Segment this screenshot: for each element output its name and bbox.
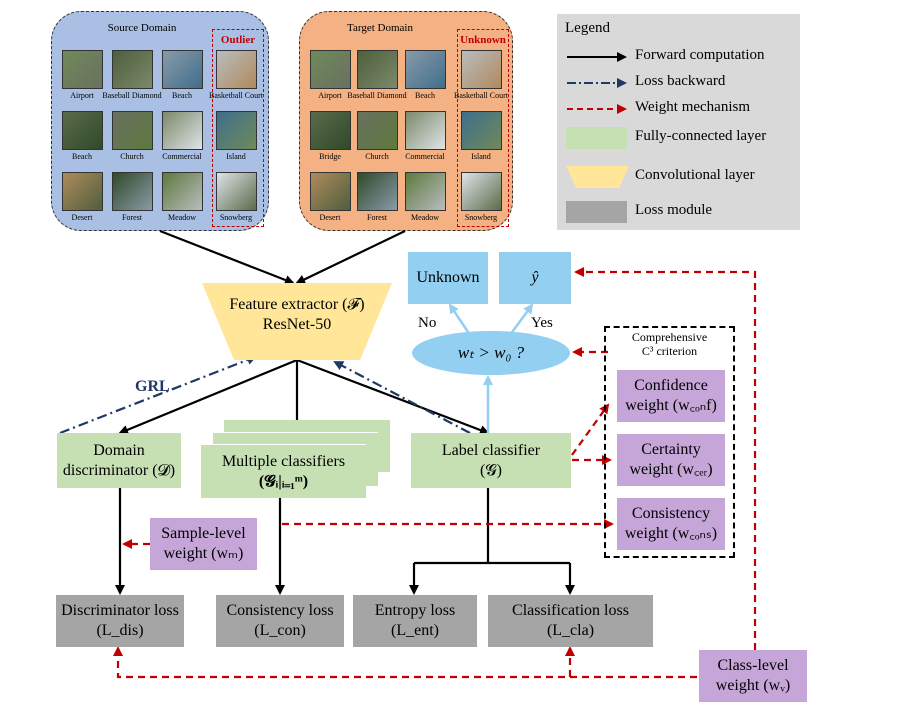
- feature-extractor: Feature extractor (𝓕) ResNet-50: [202, 283, 392, 360]
- yes-label: Yes: [531, 315, 553, 331]
- source-image-label: Forest: [122, 213, 142, 222]
- target-image-label: Desert: [319, 213, 341, 222]
- outlier-box: [212, 29, 264, 227]
- source-image-label: Beach: [72, 152, 92, 161]
- target-image-thumbnail: [310, 172, 351, 211]
- criterion-box: [604, 326, 735, 558]
- unknown-box: [457, 29, 509, 227]
- feature-extractor-backbone: ResNet-50: [262, 316, 332, 333]
- source-image-thumbnail: [62, 111, 103, 150]
- target-image-thumbnail: [461, 50, 502, 89]
- unknown-label: Unknown: [460, 34, 506, 46]
- discriminator-loss: Discriminator loss (L_dis): [56, 595, 184, 647]
- output-unknown: Unknown: [408, 252, 488, 304]
- source-image-thumbnail: [62, 50, 103, 89]
- certainty-weight: Certainty weight (w꜀ₑᵣ): [617, 434, 725, 486]
- target-image-label: Meadow: [411, 213, 439, 222]
- target-image-thumbnail: [461, 111, 502, 150]
- source-image-label: Meadow: [168, 213, 196, 222]
- target-image-thumbnail: [357, 50, 398, 89]
- legend-conv-layer: Convolutional layer: [557, 164, 800, 190]
- confidence-weight: Confidence weight (w꜀ₒₙf): [617, 370, 725, 422]
- target-image-label: Island: [471, 152, 491, 161]
- source-image-label: Beach: [172, 91, 192, 100]
- legend-panel: Legend Forward computation Loss backward…: [557, 14, 800, 230]
- target-image-thumbnail: [310, 111, 351, 150]
- source-domain-title: Source Domain: [107, 22, 177, 34]
- target-image-label: Bridge: [319, 152, 341, 161]
- target-image-label: Commercial: [405, 152, 445, 161]
- target-domain-title: Target Domain: [347, 22, 413, 34]
- entropy-loss: Entropy loss (L_ent): [353, 595, 477, 647]
- target-image-thumbnail: [461, 172, 502, 211]
- domain-discriminator: Domain discriminator (𝓓): [57, 433, 181, 488]
- label-classifier: Label classifier (𝓖): [411, 433, 571, 488]
- source-image-label: Island: [226, 152, 246, 161]
- legend-fc-layer: Fully-connected layer: [557, 125, 800, 151]
- criterion-title: Comprehensive C³ criterion: [631, 330, 708, 358]
- legend-title: Legend: [565, 20, 610, 36]
- source-image-thumbnail: [216, 172, 257, 211]
- outlier-label: Outlier: [220, 34, 256, 46]
- classification-loss: Classification loss (L_cla): [488, 595, 653, 647]
- source-image-thumbnail: [216, 50, 257, 89]
- no-label: No: [418, 315, 437, 331]
- source-image-thumbnail: [162, 50, 203, 89]
- source-image-thumbnail: [162, 172, 203, 211]
- source-image-thumbnail: [216, 111, 257, 150]
- legend-forward: Forward computation: [557, 47, 800, 67]
- target-image-thumbnail: [405, 172, 446, 211]
- multiple-classifiers: Multiple classifiers (𝓖ᵢ|ᵢ₌₁ᵐ): [200, 444, 366, 498]
- legend-loss-backward: Loss backward: [557, 73, 800, 93]
- target-image-thumbnail: [357, 111, 398, 150]
- target-image-label: Church: [365, 152, 389, 161]
- class-level-weight: Class-level weight (wᵥ): [699, 650, 807, 702]
- consistency-loss: Consistency loss (L_con): [216, 595, 344, 647]
- sample-level-weight: Sample-level weight (wₘ): [150, 518, 257, 570]
- source-image-label: Airport: [70, 91, 94, 100]
- legend-weight-mechanism: Weight mechanism: [557, 99, 800, 119]
- source-image-label: Basketball Court: [209, 91, 263, 100]
- grl-label: GRL: [135, 378, 170, 395]
- target-image-thumbnail: [310, 50, 351, 89]
- source-image-thumbnail: [112, 172, 153, 211]
- target-image-label: Snowberg: [464, 213, 498, 222]
- source-image-label: Snowberg: [219, 213, 253, 222]
- feature-extractor-title: Feature extractor (𝓕): [229, 296, 365, 313]
- target-image-label: Beach: [415, 91, 435, 100]
- source-image-thumbnail: [112, 50, 153, 89]
- output-yhat: ŷ: [499, 252, 571, 304]
- source-domain-panel: Source Domain Outlier Airport Baseball Di…: [51, 11, 269, 231]
- source-image-label: Commercial: [162, 152, 202, 161]
- target-image-thumbnail: [357, 172, 398, 211]
- target-image-label: Forest: [367, 213, 387, 222]
- target-image-label: Basketball Court: [454, 91, 508, 100]
- consistency-weight: Consistency weight (w꜀ₒₙₛ): [617, 498, 725, 550]
- target-image-thumbnail: [405, 111, 446, 150]
- source-image-label: Baseball Diamond: [102, 91, 162, 100]
- target-image-label: Baseball Diamond: [347, 91, 407, 100]
- target-image-label: Airport: [318, 91, 342, 100]
- legend-loss-module: Loss module: [557, 199, 800, 225]
- target-domain-panel: Target Domain Unknown Airport Baseball Di…: [299, 11, 513, 231]
- target-image-thumbnail: [405, 50, 446, 89]
- source-image-label: Church: [120, 152, 144, 161]
- source-image-thumbnail: [112, 111, 153, 150]
- source-image-thumbnail: [62, 172, 103, 211]
- source-image-thumbnail: [162, 111, 203, 150]
- decision-ellipse: wₜ > w₀ ?: [412, 331, 570, 375]
- source-image-label: Desert: [71, 213, 93, 222]
